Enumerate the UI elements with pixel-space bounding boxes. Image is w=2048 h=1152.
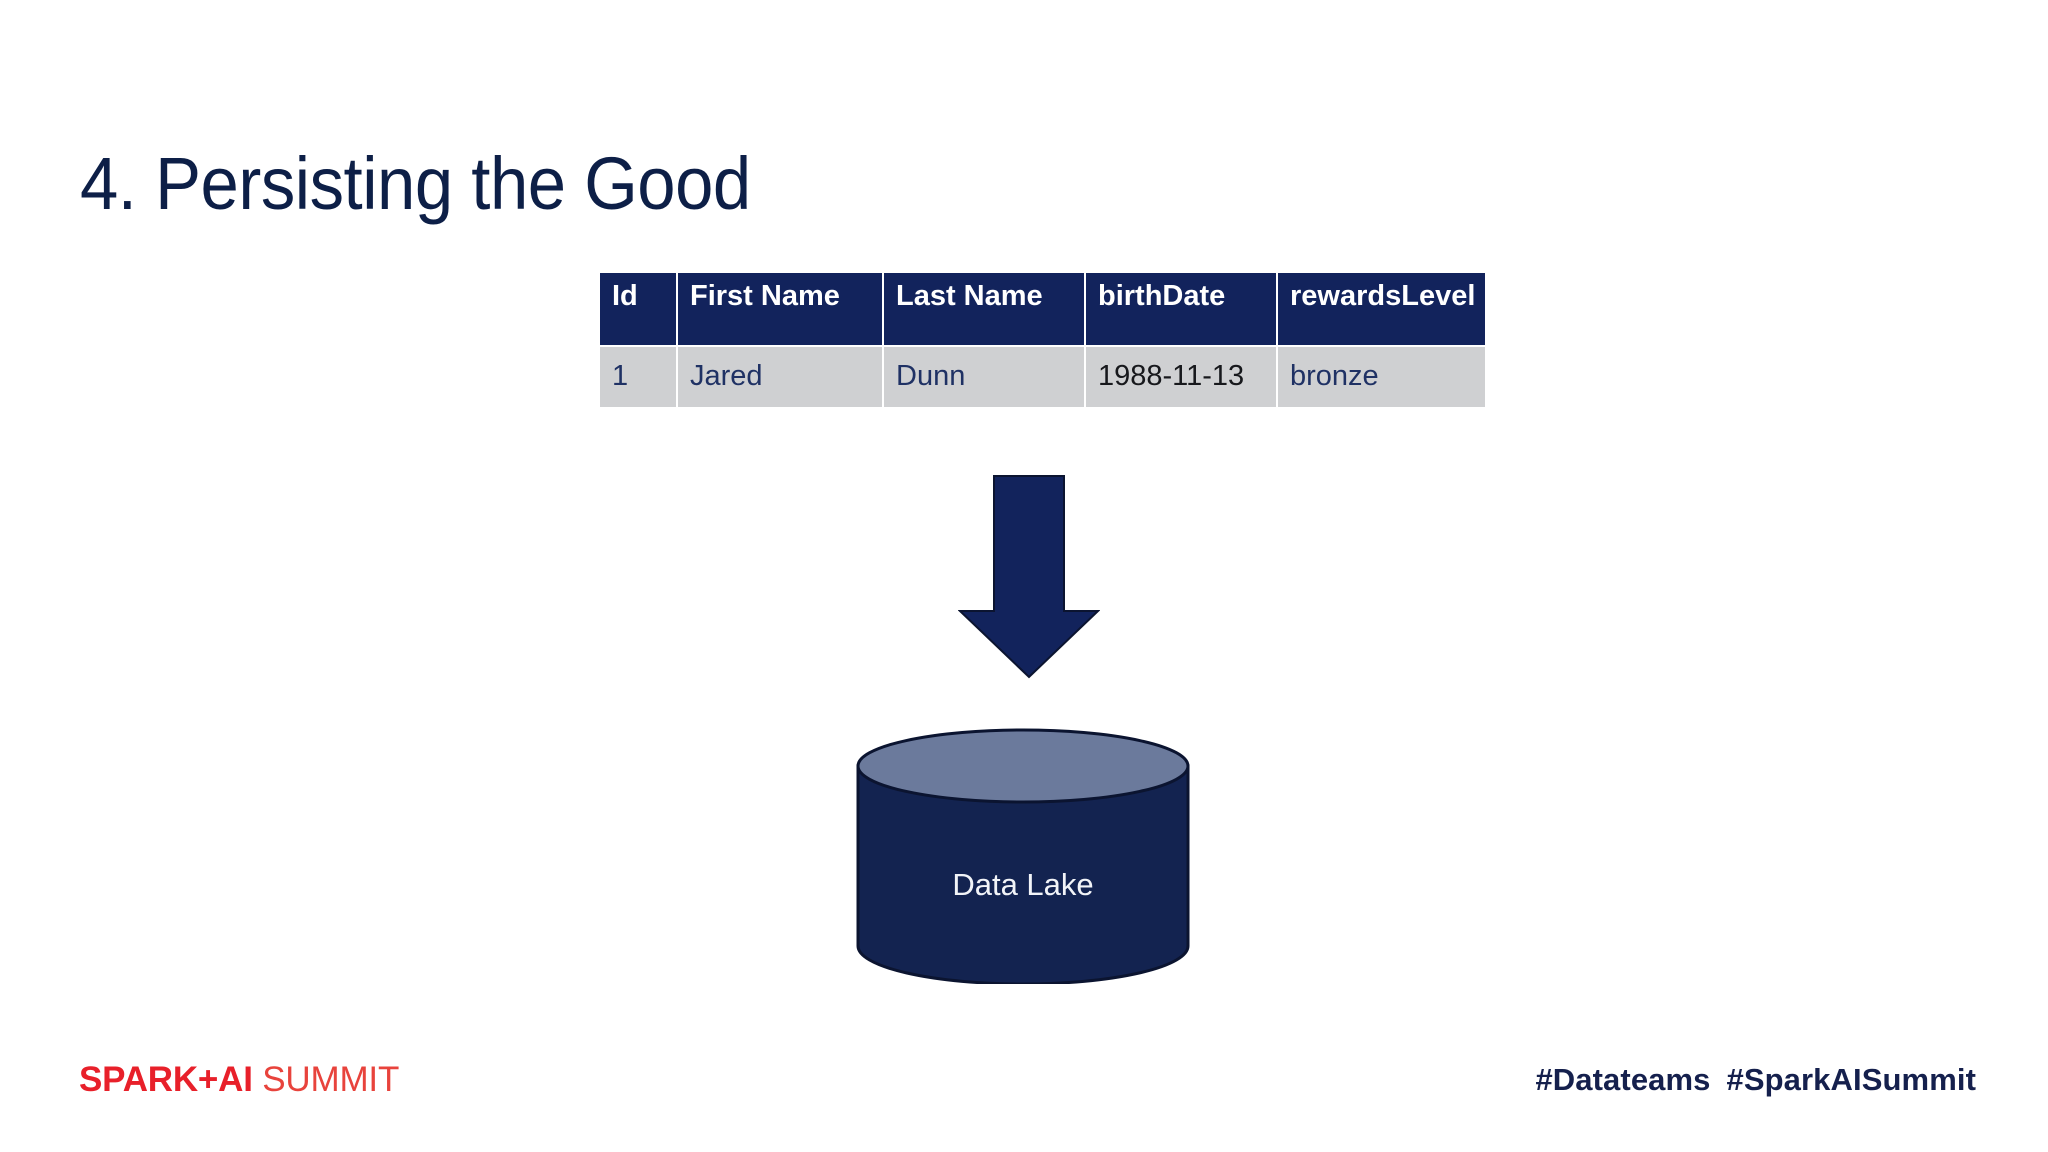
cell-id: 1	[600, 347, 676, 407]
table-header-last-name: Last Name	[884, 273, 1084, 345]
data-lake-cylinder: Data Lake	[856, 728, 1190, 986]
cell-birth-date: 1988-11-13	[1086, 347, 1276, 407]
table-row: 1 Jared Dunn 1988-11-13 bronze	[600, 347, 1486, 407]
cell-rewards-level: bronze	[1278, 347, 1486, 407]
table-header-row: Id First Name Last Name birthDate reward…	[600, 273, 1486, 345]
logo-summit-text: SUMMIT	[252, 1060, 400, 1099]
table-header-first-name: First Name	[678, 273, 882, 345]
table-header-rewardslevel: rewardsLevel	[1278, 273, 1486, 345]
table-header-id: Id	[600, 273, 676, 345]
table-header-birthdate: birthDate	[1086, 273, 1276, 345]
cell-last-name: Dunn	[884, 347, 1084, 407]
cylinder-shape	[856, 728, 1190, 986]
logo-spark-ai-text: SPARK+AI	[79, 1060, 253, 1099]
data-preview-table: Id First Name Last Name birthDate reward…	[598, 271, 1487, 409]
hashtag-sparkaisummit: #SparkAISummit	[1726, 1062, 1976, 1097]
hashtag-datateams: #Datateams	[1535, 1062, 1711, 1097]
footer-hashtags: #Datateams #SparkAISummit	[1535, 1064, 1976, 1095]
spark-ai-summit-logo: SPARK+AI SUMMIT	[79, 1062, 399, 1097]
page-title: 4. Persisting the Good	[80, 141, 751, 225]
cell-first-name: Jared	[678, 347, 882, 407]
down-arrow-icon	[958, 475, 1100, 679]
